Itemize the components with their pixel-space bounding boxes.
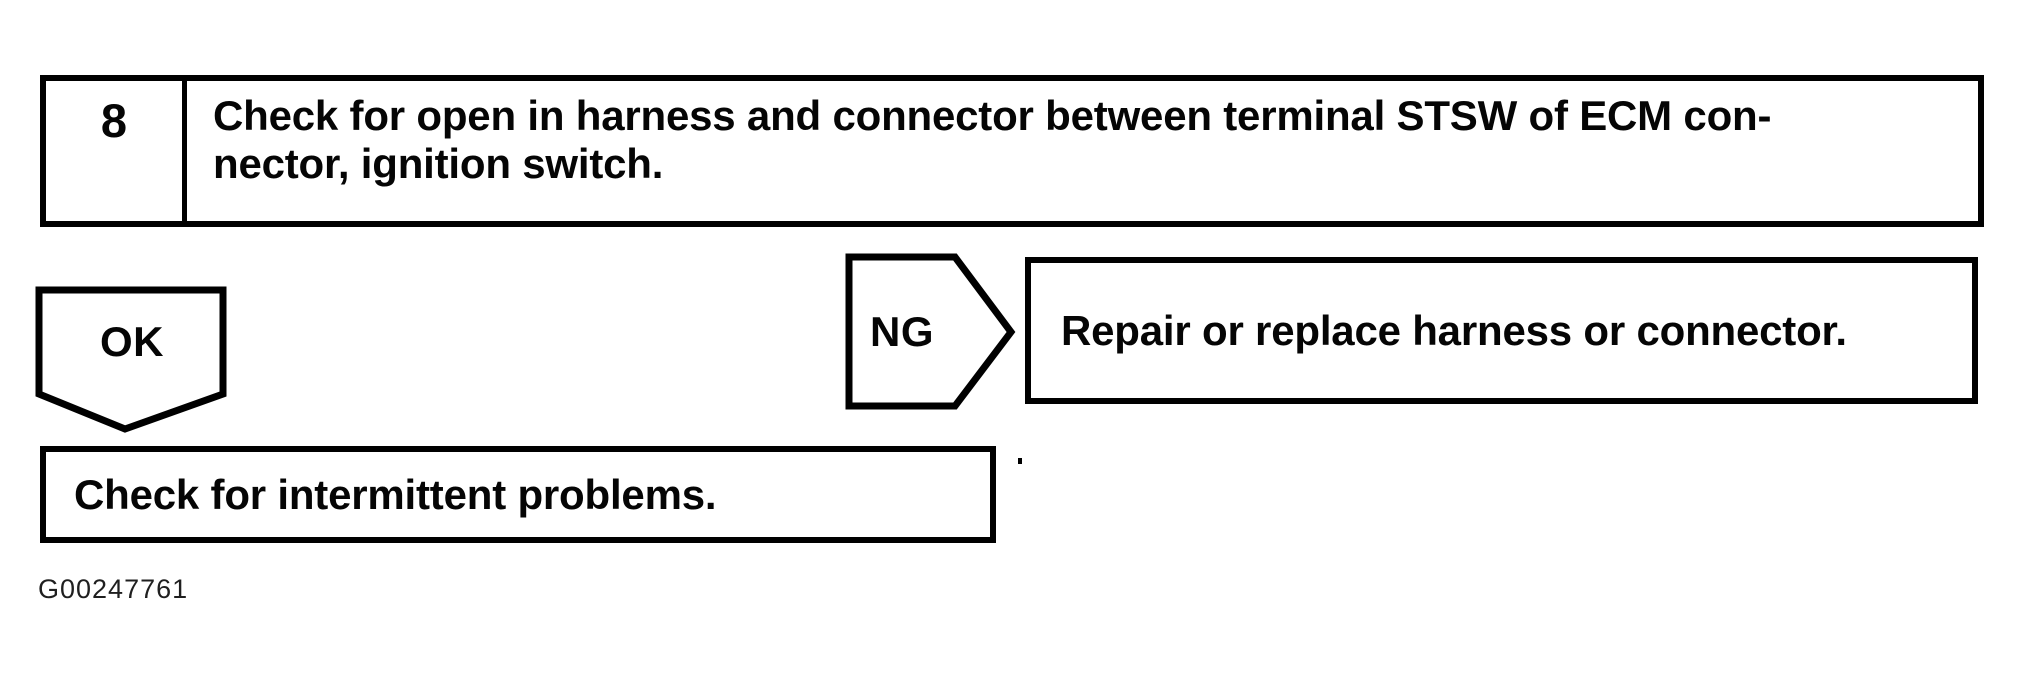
ng-pentagon bbox=[845, 253, 1016, 410]
ok-pentagon bbox=[35, 286, 227, 433]
ng-connector-label: NG bbox=[870, 307, 934, 355]
ng-result-text: Repair or replace harness or connector. bbox=[1061, 306, 1847, 354]
ok-connector-label: OK bbox=[100, 318, 164, 365]
step-number: 8 bbox=[100, 94, 128, 147]
step-instruction-line-2: nector, ignition switch. bbox=[213, 140, 664, 187]
scan-speck bbox=[1018, 458, 1022, 464]
step-box: 8 Check for open in harness and connecto… bbox=[40, 75, 1984, 227]
figure-id: G00247761 bbox=[38, 574, 189, 604]
ng-connector-shape bbox=[845, 253, 1016, 410]
ok-connector-shape bbox=[35, 286, 227, 433]
step-instruction-line-1: Check for open in harness and connector … bbox=[213, 92, 1772, 139]
ok-result-box: Check for intermittent problems. bbox=[40, 446, 996, 543]
ng-result-box: Repair or replace harness or connector. bbox=[1025, 257, 1978, 404]
step-instruction: Check for open in harness and connector … bbox=[187, 81, 1978, 221]
ok-result-text: Check for intermittent problems. bbox=[74, 470, 717, 518]
step-number-cell: 8 bbox=[46, 81, 187, 221]
